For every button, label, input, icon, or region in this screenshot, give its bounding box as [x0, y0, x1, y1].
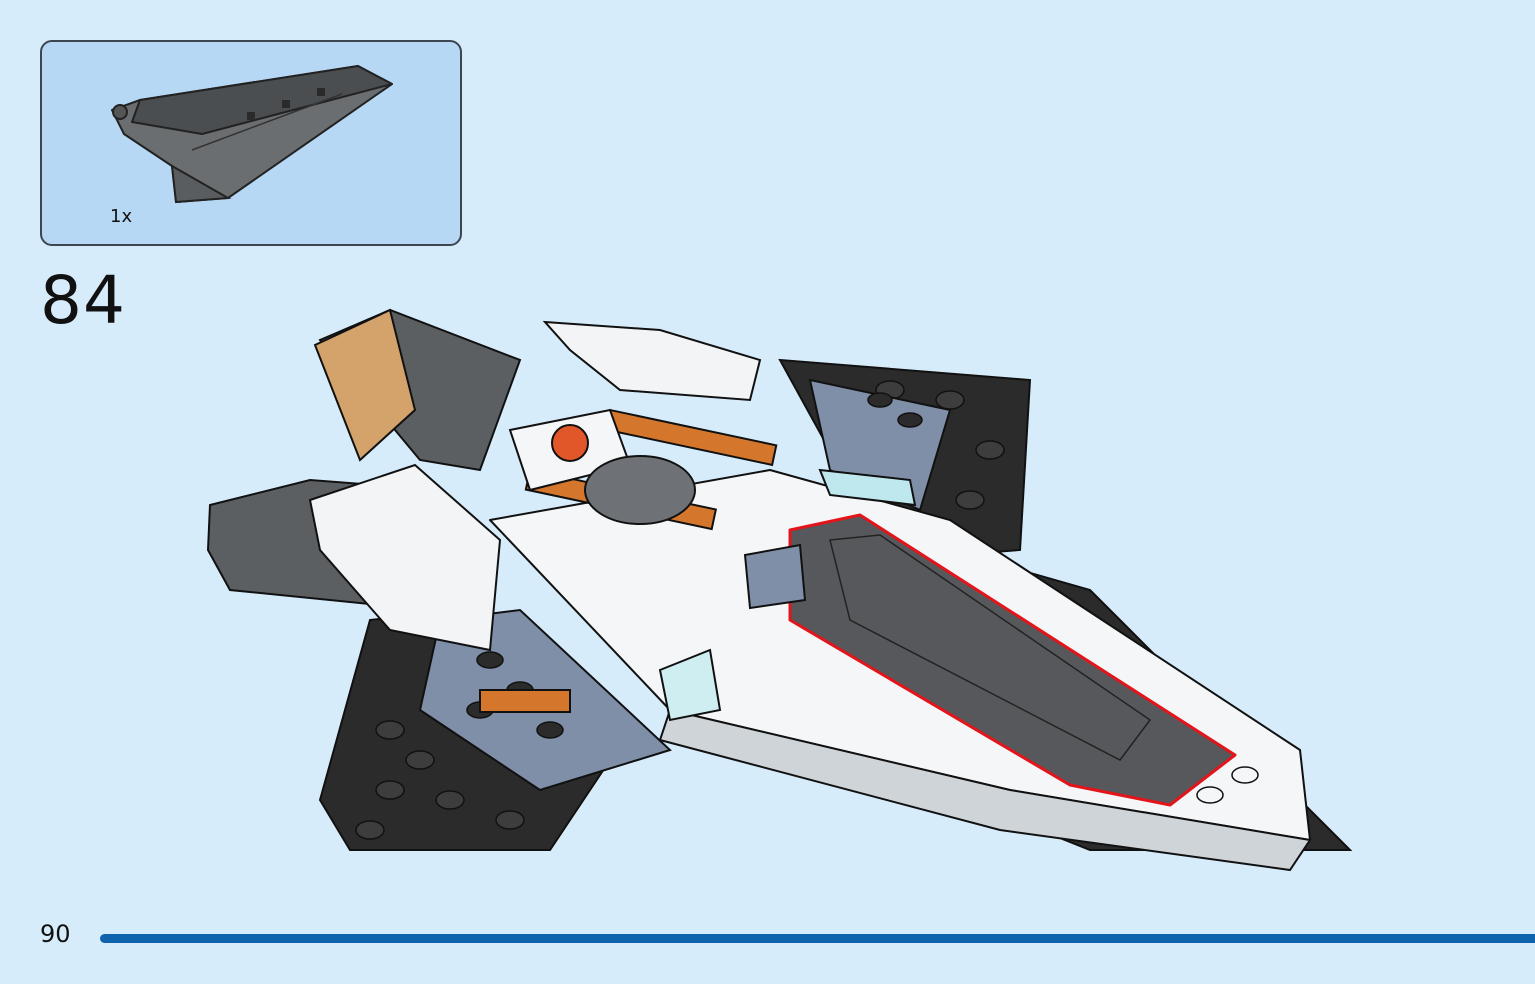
wing-left	[308, 463, 502, 652]
spaceship-model-illustration	[206, 308, 1353, 872]
wing-piece-icon	[111, 65, 393, 204]
wing-top	[542, 320, 762, 402]
parts-callout: 1x	[40, 40, 462, 246]
planet-logo-icon	[551, 424, 589, 462]
progress-bar	[100, 934, 1535, 943]
part-quantity: 1x	[110, 206, 133, 227]
blue-plate-rear	[808, 378, 952, 512]
page-number: 90	[40, 920, 71, 948]
step-number: 84	[40, 262, 126, 339]
